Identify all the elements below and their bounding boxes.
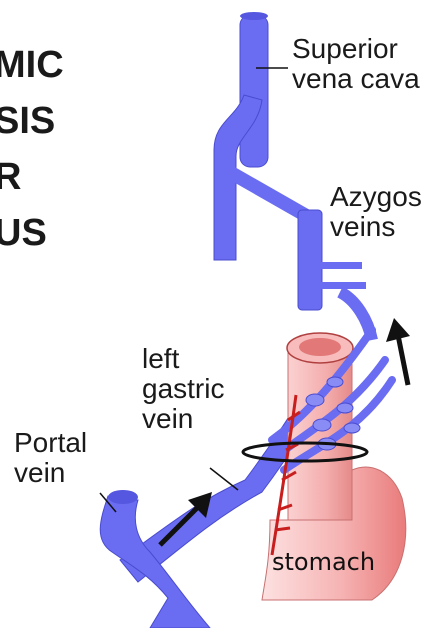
label-left-gastric-vein: left gastric vein (142, 344, 224, 435)
label-svc-line-2: vena cava (292, 64, 420, 94)
title-line-2: SIS (0, 102, 55, 140)
flow-arrow-azygos (386, 318, 410, 385)
label-azygos-line-1: Azygos (330, 182, 422, 212)
label-portal-line-1: Portal (14, 428, 87, 458)
label-stomach: stomach (272, 548, 375, 576)
title-line-1: MIC (0, 46, 64, 84)
label-azygos-veins: Azygos veins (330, 182, 422, 242)
label-superior-vena-cava: Superior vena cava (292, 34, 420, 94)
label-portal-vein: Portal vein (14, 428, 87, 488)
title-line-3: R (0, 158, 21, 196)
label-svc-line-1: Superior (292, 34, 420, 64)
superior-vena-cava (214, 12, 268, 260)
title-line-4: US (0, 214, 47, 252)
label-lgv-line-3: vein (142, 404, 224, 434)
label-azygos-line-2: veins (330, 212, 422, 242)
label-portal-line-2: vein (14, 458, 87, 488)
label-lgv-line-2: gastric (142, 374, 224, 404)
label-lgv-line-1: left (142, 344, 224, 374)
